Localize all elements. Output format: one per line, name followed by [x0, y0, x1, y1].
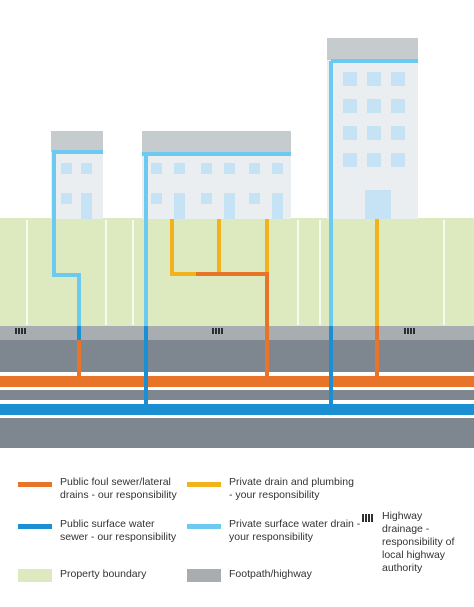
private-surface-water-drains — [52, 59, 418, 326]
legend-item-private-surface: Private surface water drain - your respo… — [187, 518, 379, 544]
legend-label: Public foul sewer/lateral drains - our r… — [60, 476, 177, 501]
highway-drain-grates — [15, 328, 415, 334]
public-surface-water-laterals — [77, 326, 333, 406]
building-terrace — [142, 131, 291, 219]
public-surface-swatch — [18, 524, 52, 529]
private-drain-swatch — [187, 482, 221, 487]
legend-label: Private drain and plumbing - your respon… — [229, 476, 354, 501]
property-boundary-lines — [26, 220, 445, 325]
legend-item-public-surface: Public surface water sewer - our respons… — [18, 518, 178, 544]
legend-item-public-foul: Public foul sewer/lateral drains - our r… — [18, 476, 178, 502]
legend-label: Footpath/highway — [229, 568, 312, 580]
highway-drain-grate-icon — [362, 514, 374, 522]
legend-label: Public surface water sewer - our respons… — [60, 518, 177, 543]
legend-label: Private surface water drain - your respo… — [229, 518, 361, 543]
property-swatch — [18, 569, 52, 582]
legend-label: Property boundary — [60, 568, 147, 580]
footpath — [0, 326, 474, 340]
legend-label: Highway drainage - responsibility of loc… — [382, 510, 455, 574]
private-drains — [170, 219, 379, 326]
legend-item-property-boundary: Property boundary — [18, 568, 146, 582]
building-tall — [327, 38, 418, 219]
legend-item-highway-drainage: Highway drainage - responsibility of loc… — [362, 510, 466, 575]
private-surface-swatch — [187, 524, 221, 529]
drainage-diagram — [0, 38, 474, 448]
road-layer — [0, 418, 474, 448]
public-surface-water-sewer — [0, 404, 474, 415]
building-small — [51, 131, 103, 219]
public-foul-swatch — [18, 482, 52, 487]
legend-item-footpath-highway: Footpath/highway — [187, 568, 312, 582]
legend-item-private-drain: Private drain and plumbing - your respon… — [187, 476, 359, 502]
footpath-swatch — [187, 569, 221, 582]
road-surface — [0, 340, 474, 372]
public-foul-sewer — [0, 376, 474, 387]
road-layer — [0, 390, 474, 400]
